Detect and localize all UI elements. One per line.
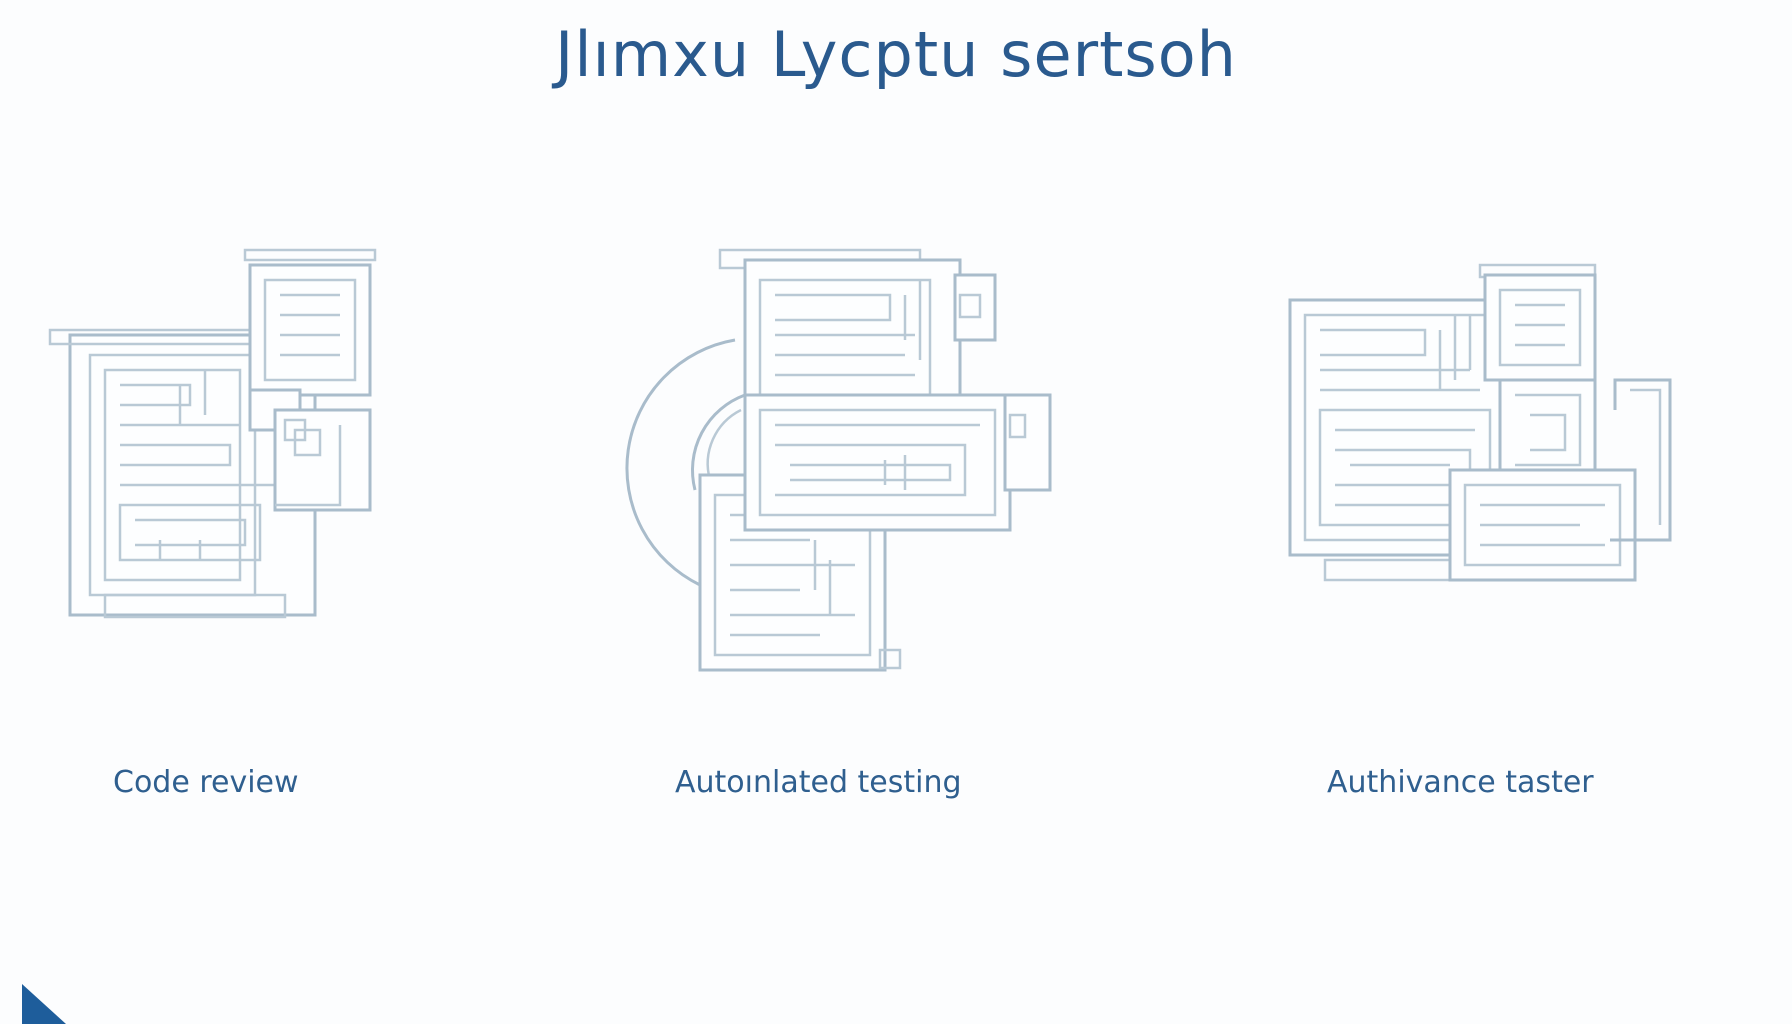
corner-accent-triangle: [22, 984, 66, 1024]
maze-document-stack-icon: [1270, 255, 1690, 635]
caption-authivance-taster: Authivance taster: [1327, 765, 1594, 800]
caption-code-review: Code review: [113, 765, 299, 800]
slide-title: Jlımxu Lycptu sertsoh: [555, 18, 1237, 91]
caption-automated-testing: Autoınlated testing: [675, 765, 962, 800]
maze-document-icon: [40, 240, 400, 630]
maze-document-arc-icon: [605, 240, 1075, 680]
